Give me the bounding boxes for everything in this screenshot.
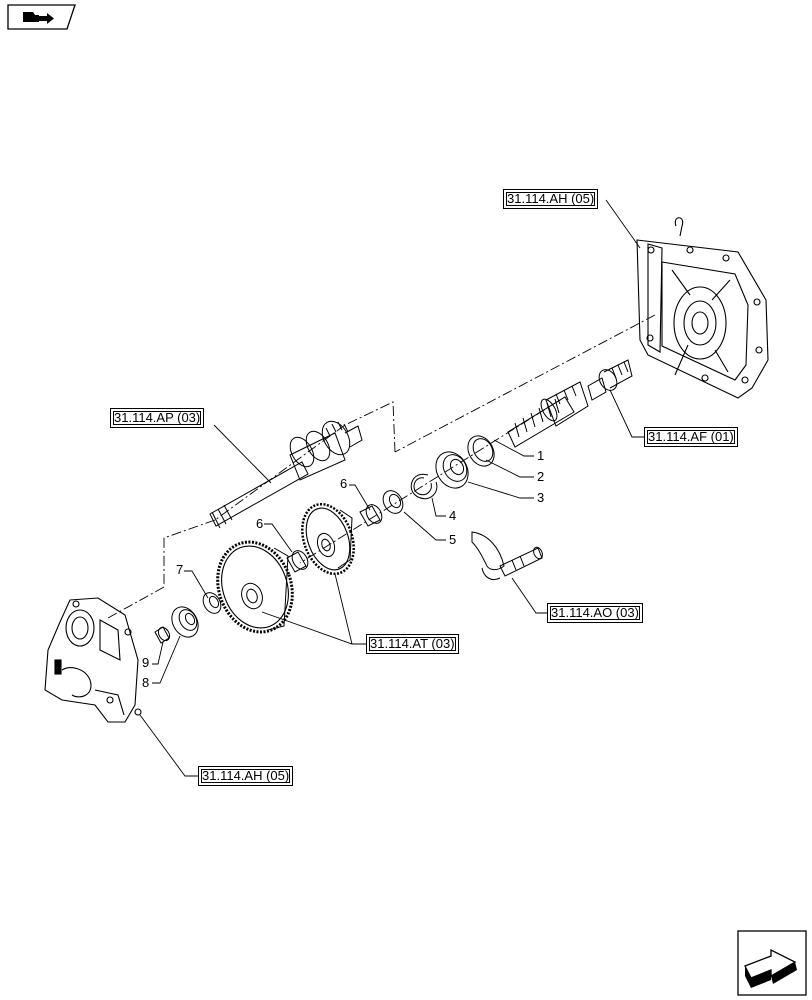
callout-6-lower: 6	[256, 516, 264, 531]
leader-lines	[139, 199, 644, 777]
ref-gears[interactable]: 31.114.AT (03)	[366, 634, 459, 654]
main-shaft-assembly	[209, 420, 363, 529]
bushing-6-lower	[286, 550, 309, 573]
callout-6-upper: 6	[340, 476, 348, 491]
housing-lower	[44, 597, 142, 723]
bushing-9	[154, 626, 171, 644]
housing-plate-upper	[636, 217, 769, 399]
callout-8: 8	[142, 675, 150, 690]
ref-main-shaft[interactable]: 31.114.AP (03)	[110, 408, 205, 428]
ref-housing-lower[interactable]: 31.114.AH (05)	[198, 766, 294, 786]
input-shaft	[507, 359, 633, 448]
gear-cluster	[301, 502, 355, 576]
callout-4: 4	[449, 508, 457, 523]
washer-5	[382, 490, 404, 514]
ref-input-shaft[interactable]: 31.114.AF (01)	[644, 427, 738, 447]
callout-7: 7	[176, 562, 184, 577]
shim-7	[202, 592, 222, 614]
bearing-8	[171, 606, 199, 638]
callout-9: 9	[142, 655, 150, 670]
callout-2: 2	[537, 469, 545, 484]
callout-1: 1	[537, 448, 545, 463]
bushing-6-upper	[359, 504, 383, 527]
ref-shift-fork[interactable]: 31.114.AO (03)	[547, 603, 643, 623]
callout-3: 3	[537, 490, 545, 505]
ball-bearing-3	[435, 451, 469, 489]
callout-5: 5	[449, 532, 457, 547]
snap-ring-4	[410, 473, 438, 500]
bearing-ring-2	[467, 435, 495, 467]
assembly-centerline	[107, 314, 656, 619]
shift-fork	[471, 531, 543, 581]
next-page-arrow-icon[interactable]	[737, 930, 807, 996]
ref-housing-upper[interactable]: 31.114.AH (05)	[503, 189, 599, 209]
folder-arrow-icon	[7, 4, 76, 30]
large-gear	[216, 540, 294, 634]
